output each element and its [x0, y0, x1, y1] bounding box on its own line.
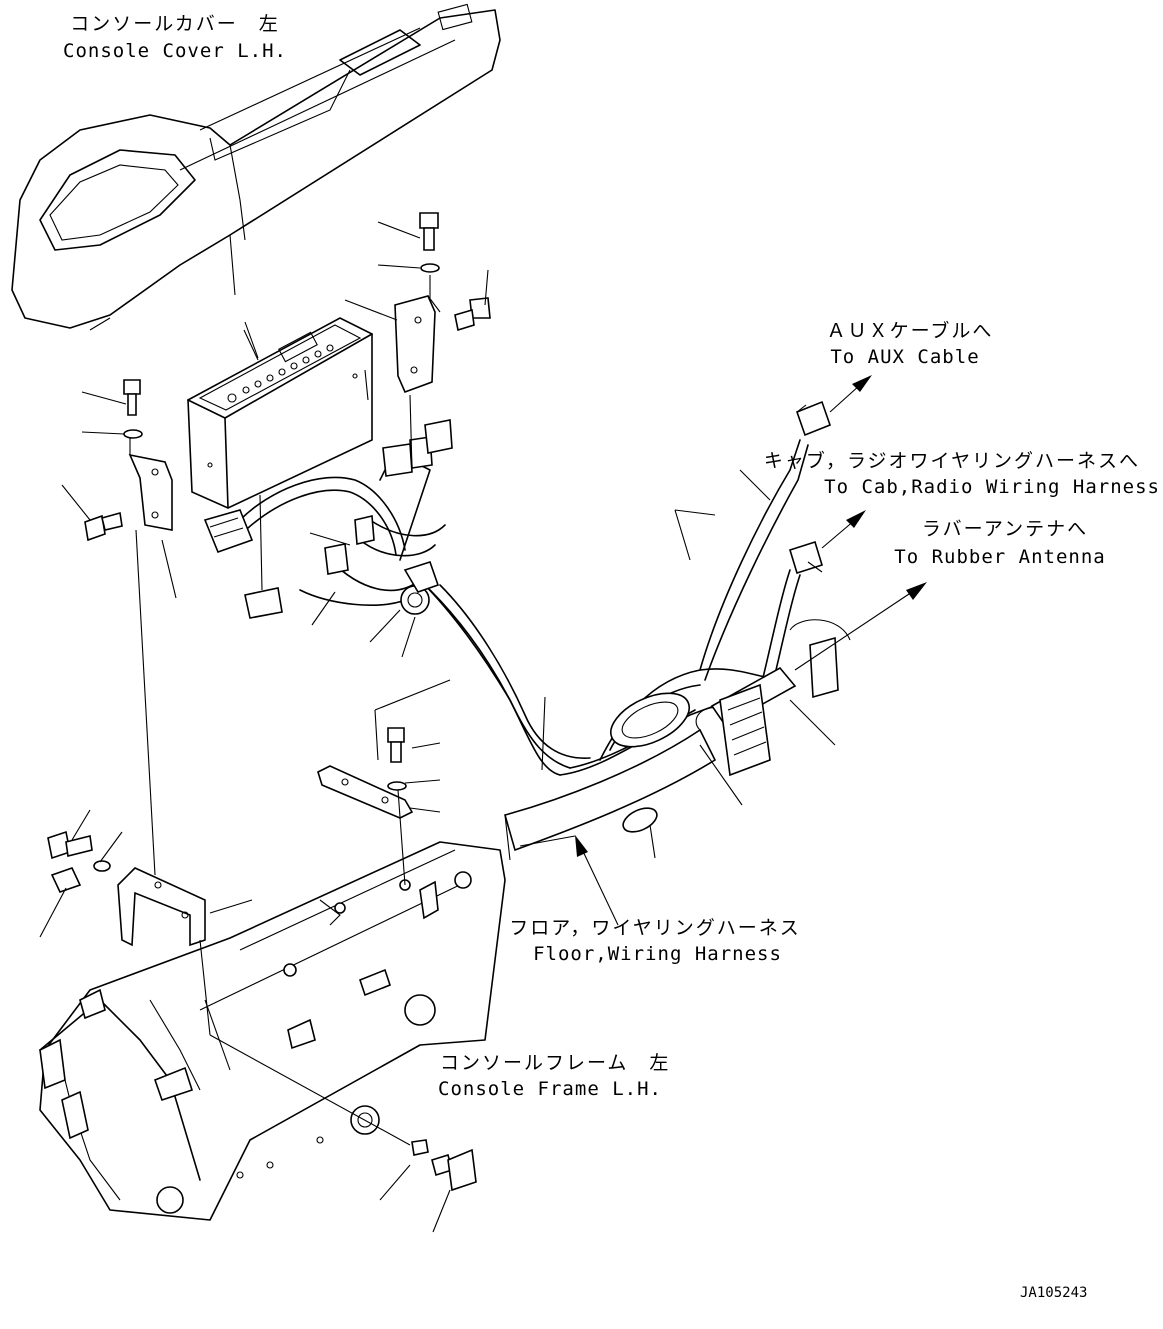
console-frame-label-en: Console Frame L.H. — [438, 1078, 662, 1100]
arrows — [575, 375, 927, 926]
lower-left-bracket — [47, 830, 206, 947]
rubber-antenna-label-en: To Rubber Antenna — [894, 546, 1106, 568]
rubber-antenna-label-jp: ラバーアンテナへ — [921, 518, 1089, 540]
radio-unit — [187, 317, 373, 509]
assembly-lines — [129, 275, 716, 1146]
mid-clamp — [317, 727, 414, 819]
wiring-harness — [239, 439, 809, 861]
console-frame-label-jp: コンソールフレーム 左 — [440, 1052, 671, 1074]
console-frame — [39, 841, 506, 1221]
leader-lines — [39, 221, 836, 1233]
bracket-left — [128, 453, 173, 531]
bracket-right — [394, 295, 441, 394]
drawing-id: JA105243 — [1020, 1285, 1088, 1301]
floor-harness-label-jp: フロア，ワイヤリングハーネス — [509, 917, 801, 939]
cab-radio-harness-label-en: To Cab,Radio Wiring Harness — [824, 476, 1160, 498]
floor-harness-label-en: Floor,Wiring Harness — [533, 943, 782, 965]
console-cover-label-en: Console Cover L.H. — [63, 40, 287, 62]
aux-cable-label-en: To AUX Cable — [830, 346, 980, 368]
screw-left — [84, 511, 123, 542]
console-cover-label-jp: コンソールカバー 左 — [70, 13, 280, 35]
aux-cable-label-jp: ＡＵＸケーブルへ — [826, 320, 994, 342]
bolt-left — [123, 379, 143, 439]
console-cover — [11, 3, 501, 331]
cab-radio-harness-label-jp: キャブ，ラジオワイヤリングハーネスへ — [763, 450, 1140, 472]
bolt-top — [419, 212, 440, 273]
